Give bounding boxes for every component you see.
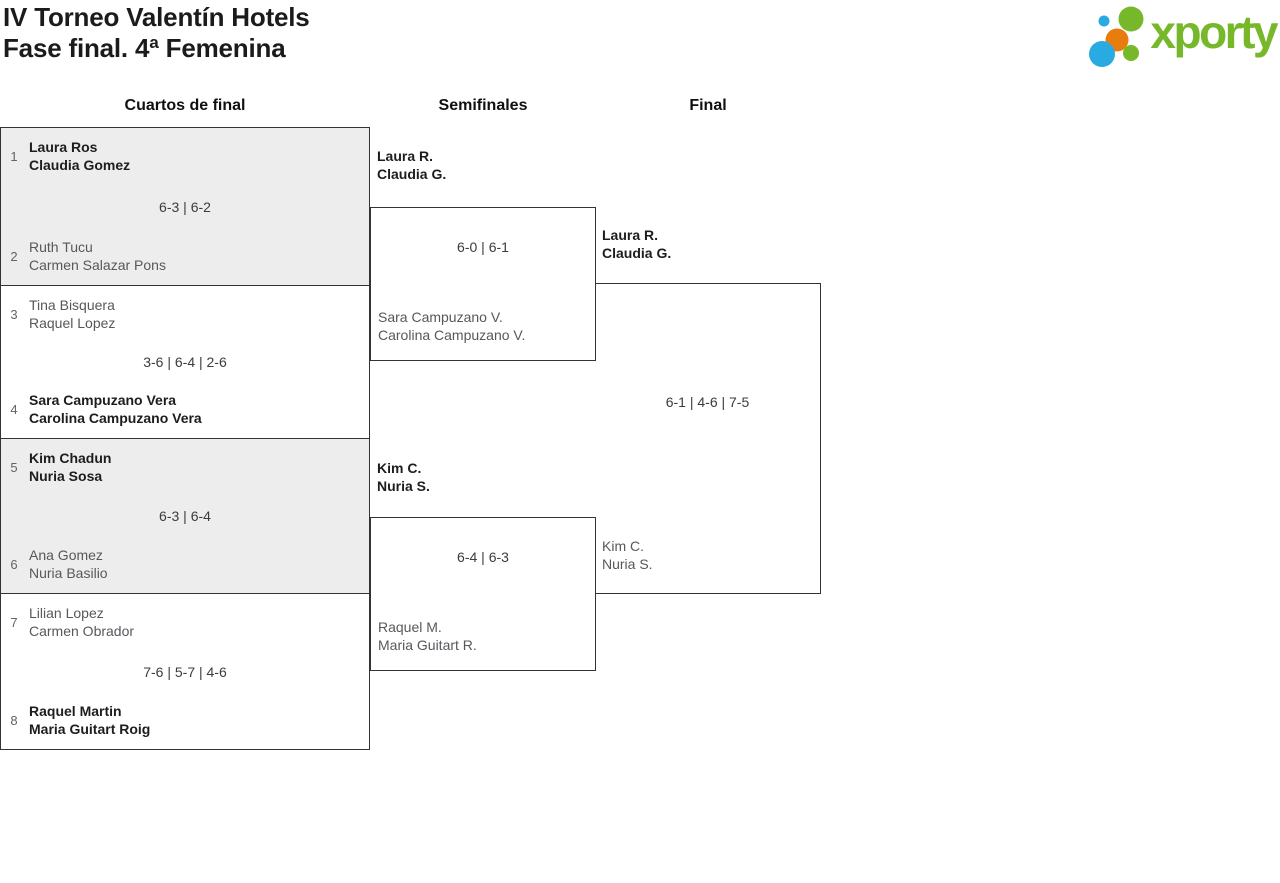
player-name: Raquel M. bbox=[378, 619, 442, 635]
semifinal-2-bottom-team: Raquel M. Maria Guitart R. bbox=[378, 618, 477, 654]
tournament-name: IV Torneo Valentín Hotels bbox=[3, 2, 310, 32]
team-entry: 6 Ana Gomez Nuria Basilio bbox=[7, 546, 108, 582]
player-name: Maria Guitart R. bbox=[378, 637, 477, 653]
round-header-semifinales: Semifinales bbox=[438, 97, 528, 114]
seed-number: 4 bbox=[10, 401, 18, 417]
seed-number: 6 bbox=[10, 556, 18, 572]
player-name: Laura R. bbox=[602, 227, 659, 243]
player-name: Laura R. bbox=[377, 148, 434, 164]
team-entry: 5 Kim Chadun Nuria Sosa bbox=[7, 449, 111, 485]
player-name: Kim C. bbox=[602, 538, 644, 554]
match-score: 6-0 | 6-1 bbox=[457, 239, 509, 255]
team-names: Lilian Lopez Carmen Obrador bbox=[29, 604, 134, 640]
player-name: Claudia G. bbox=[602, 245, 672, 261]
player-name: Claudia G. bbox=[377, 166, 447, 182]
match-semifinal-2: 6-4 | 6-3 Raquel M. Maria Guitart R. bbox=[370, 517, 596, 671]
team-names: Kim Chadun Nuria Sosa bbox=[29, 449, 111, 485]
player-name: Nuria Basilio bbox=[29, 565, 108, 581]
player-name: Ruth Tucu bbox=[29, 239, 93, 255]
semifinal-1-top-team: Laura R. Claudia G. bbox=[377, 147, 446, 183]
xporty-dots-icon bbox=[1089, 6, 1144, 67]
semifinal-2-top-team: Kim C. Nuria S. bbox=[377, 459, 430, 495]
team-entry: 7 Lilian Lopez Carmen Obrador bbox=[7, 604, 134, 640]
team-entry: 2 Ruth Tucu Carmen Salazar Pons bbox=[7, 238, 166, 274]
player-name: Carolina Campuzano V. bbox=[378, 327, 526, 343]
player-name: Carmen Obrador bbox=[29, 623, 135, 639]
seed-number: 2 bbox=[10, 248, 18, 264]
player-name: Kim C. bbox=[377, 460, 422, 476]
match-score: 6-1 | 4-6 | 7-5 bbox=[665, 394, 750, 410]
player-name: Lilian Lopez bbox=[29, 605, 104, 621]
match-quarterfinal-3: 5 Kim Chadun Nuria Sosa 6-3 | 6-4 6 Ana … bbox=[0, 438, 370, 594]
match-score: 3-6 | 6-4 | 2-6 bbox=[143, 354, 227, 370]
match-final: 6-1 | 4-6 | 7-5 bbox=[595, 283, 821, 594]
match-quarterfinal-1: 1 Laura Ros Claudia Gomez 6-3 | 6-2 2 Ru… bbox=[0, 127, 370, 286]
player-name: Laura Ros bbox=[29, 139, 98, 155]
team-entry: 1 Laura Ros Claudia Gomez bbox=[7, 138, 130, 174]
team-entry: 4 Sara Campuzano Vera Carolina Campuzano… bbox=[7, 391, 202, 427]
xporty-logo[interactable]: xporty bbox=[1084, 2, 1278, 68]
team-names: Ana Gomez Nuria Basilio bbox=[29, 546, 108, 582]
match-semifinal-1: 6-0 | 6-1 Sara Campuzano V. Carolina Cam… bbox=[370, 207, 596, 361]
player-name: Raquel Martin bbox=[29, 703, 122, 719]
player-name: Carmen Salazar Pons bbox=[29, 257, 166, 273]
match-quarterfinal-4: 7 Lilian Lopez Carmen Obrador 7-6 | 5-7 … bbox=[0, 593, 370, 750]
seed-number: 8 bbox=[10, 712, 18, 728]
team-names: Sara Campuzano Vera Carolina Campuzano V… bbox=[29, 391, 202, 427]
final-top-team: Laura R. Claudia G. bbox=[602, 226, 671, 262]
final-bottom-team: Kim C. Nuria S. bbox=[602, 537, 653, 573]
match-score: 7-6 | 5-7 | 4-6 bbox=[143, 663, 227, 680]
player-name: Claudia Gomez bbox=[29, 157, 131, 173]
match-score: 6-3 | 6-4 bbox=[159, 508, 211, 524]
player-name: Sara Campuzano Vera bbox=[29, 392, 177, 408]
player-name: Maria Guitart Roig bbox=[29, 721, 151, 737]
team-names: Tina Bisquera Raquel Lopez bbox=[29, 296, 115, 332]
seed-number: 7 bbox=[10, 614, 18, 630]
match-score: 6-4 | 6-3 bbox=[457, 549, 509, 565]
match-score: 6-3 | 6-2 bbox=[159, 198, 211, 215]
seed-number: 3 bbox=[10, 306, 18, 322]
team-names: Laura Ros Claudia Gomez bbox=[29, 138, 130, 174]
player-name: Tina Bisquera bbox=[29, 297, 115, 313]
phase-category: Fase final. 4ª Femenina bbox=[3, 33, 286, 63]
match-quarterfinal-2: 3 Tina Bisquera Raquel Lopez 3-6 | 6-4 |… bbox=[0, 285, 370, 439]
page-title: IV Torneo Valentín Hotels Fase final. 4ª… bbox=[3, 2, 310, 64]
player-name: Carolina Campuzano Vera bbox=[29, 410, 202, 426]
player-name: Raquel Lopez bbox=[29, 315, 116, 331]
player-name: Ana Gomez bbox=[29, 547, 103, 563]
player-name: Sara Campuzano V. bbox=[378, 309, 503, 325]
player-name: Kim Chadun bbox=[29, 450, 112, 466]
seed-number: 5 bbox=[10, 459, 18, 475]
seed-number: 1 bbox=[10, 148, 18, 164]
player-name: Nuria Sosa bbox=[29, 468, 103, 484]
semifinal-1-bottom-team: Sara Campuzano V. Carolina Campuzano V. bbox=[378, 308, 525, 344]
team-entry: 8 Raquel Martin Maria Guitart Roig bbox=[7, 702, 150, 738]
player-name: Nuria S. bbox=[602, 556, 653, 572]
team-names: Ruth Tucu Carmen Salazar Pons bbox=[29, 238, 166, 274]
round-header-cuartos: Cuartos de final bbox=[124, 97, 246, 114]
team-entry: 3 Tina Bisquera Raquel Lopez bbox=[7, 296, 115, 332]
round-header-final: Final bbox=[689, 97, 727, 114]
team-names: Raquel Martin Maria Guitart Roig bbox=[29, 702, 150, 738]
xporty-logo-text: xporty bbox=[1150, 6, 1278, 58]
player-name: Nuria S. bbox=[377, 478, 430, 494]
